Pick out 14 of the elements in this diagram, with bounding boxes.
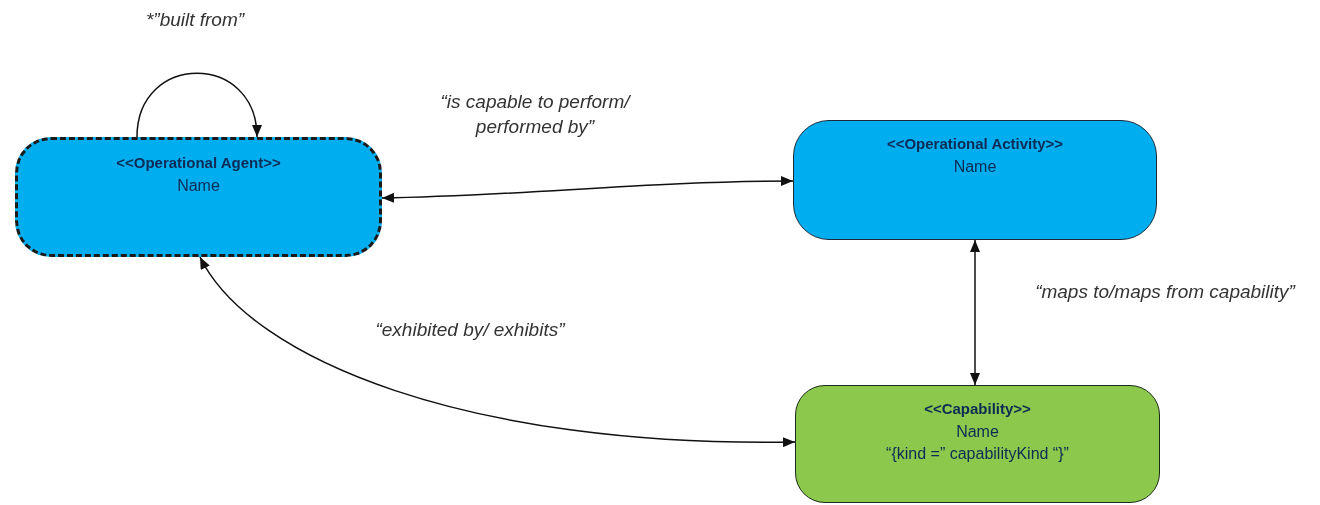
arrow xyxy=(970,239,980,386)
stereotype-label: <<Operational Activity>> xyxy=(886,135,1064,152)
capability-box xyxy=(795,385,1160,503)
arrow xyxy=(199,256,796,447)
property-label: “{kind =” capabilityKind “}” xyxy=(886,445,1069,463)
name-label: Name xyxy=(177,177,220,195)
arrow xyxy=(381,176,794,203)
arrow xyxy=(136,72,261,138)
stereotype-label: <<Operational Agent>> xyxy=(116,154,281,171)
activity-box xyxy=(793,120,1157,240)
stereotype-label: <<Capability>> xyxy=(924,400,1031,417)
name-label: Name xyxy=(953,158,997,176)
name-label: Name xyxy=(956,423,999,441)
agent-box xyxy=(15,137,382,257)
